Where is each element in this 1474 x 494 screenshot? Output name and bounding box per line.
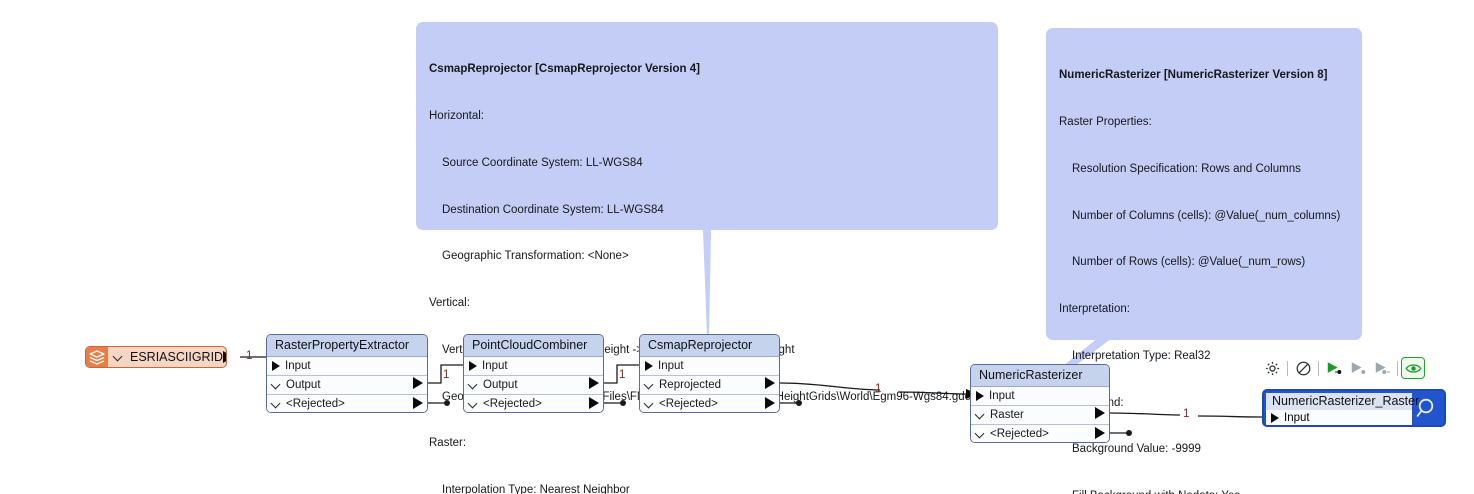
port-reprojected[interactable]: Reprojected [640, 376, 779, 395]
raster-output-arrow-icon[interactable] [1095, 407, 1105, 419]
port-label: Reprojected [659, 378, 722, 391]
port-label: Raster [990, 408, 1024, 421]
port-label: Input [989, 389, 1015, 402]
rejected-arrow-icon[interactable] [1095, 427, 1105, 439]
port-input[interactable]: Input [971, 387, 1109, 406]
input-arrow-icon [645, 361, 653, 371]
input-arrow-icon [976, 391, 984, 401]
port-label: Input [658, 359, 684, 372]
chevron-down-icon[interactable] [976, 430, 985, 439]
port-input[interactable]: Input [640, 357, 779, 376]
output-arrow-icon[interactable] [589, 377, 599, 389]
annotation-line: Destination Coordinate System: LL-WGS84 [442, 203, 664, 216]
chevron-down-icon[interactable] [114, 352, 125, 363]
writer-feature-type-numericrasterizer-raster[interactable]: NumericRasterizer_Raster Input [1262, 389, 1446, 427]
chevron-down-icon[interactable] [272, 381, 281, 390]
eye-icon[interactable] [1401, 357, 1425, 379]
source-dataset-esriasciigrid[interactable]: ESRIASCIIGRID [85, 346, 227, 368]
wire-count-label: 1 [443, 369, 450, 381]
port-input[interactable]: Input [267, 357, 427, 376]
port-rejected[interactable]: <Rejected> [640, 395, 779, 412]
chevron-down-icon[interactable] [469, 381, 478, 390]
port-rejected[interactable]: <Rejected> [464, 395, 603, 412]
toolbar-separator [1287, 360, 1288, 376]
annotation-line: Geographic Transformation: <None> [442, 250, 629, 263]
annotation-line: Number of Columns (cells): @Value(_num_c… [1072, 209, 1341, 222]
port-label: Input [1284, 412, 1310, 424]
annotation-line: Interpolation Type: Nearest Neighbor [442, 484, 630, 494]
toolbar-separator [1397, 360, 1398, 376]
annotation-line: Raster Properties: [1059, 115, 1152, 128]
annotation-line: Raster: [429, 437, 467, 450]
input-arrow-icon [272, 361, 280, 371]
rejected-arrow-icon[interactable] [413, 397, 423, 409]
writer-title: NumericRasterizer_Raster [1266, 393, 1419, 410]
transformer-raster-property-extractor[interactable]: RasterPropertyExtractor Input Output <Re… [266, 334, 428, 413]
annotation-line: Resolution Specification: Rows and Colum… [1072, 162, 1301, 175]
gear-icon[interactable] [1260, 357, 1284, 379]
transformer-title: PointCloudCombiner [464, 335, 603, 357]
output-arrow-icon[interactable] [765, 377, 775, 389]
input-arrow-icon [1271, 413, 1279, 423]
annotation-line: Fill Background with Nodata: Yes [1059, 489, 1350, 494]
port-label: Output [286, 378, 321, 391]
chevron-down-icon[interactable] [645, 400, 654, 409]
port-label: Input [482, 359, 508, 372]
ban-icon[interactable] [1291, 357, 1315, 379]
toolbar-separator [1318, 360, 1319, 376]
source-output-port[interactable] [223, 351, 226, 363]
transformer-title: NumericRasterizer [971, 365, 1109, 387]
chevron-down-icon[interactable] [976, 411, 985, 420]
run-just-this-icon[interactable] [1370, 357, 1394, 379]
port-rejected[interactable]: <Rejected> [971, 425, 1109, 442]
rejected-arrow-icon[interactable] [765, 397, 775, 409]
annotation-csmap-reprojector[interactable]: CsmapReprojector [CsmapReprojector Versi… [416, 22, 998, 494]
annotation-line: Source Coordinate System: LL-WGS84 [442, 156, 643, 169]
port-label: <Rejected> [483, 398, 542, 410]
chevron-down-icon[interactable] [272, 400, 281, 409]
port-label: <Rejected> [286, 398, 345, 410]
annotation-title: NumericRasterizer [NumericRasterizer Ver… [1059, 69, 1328, 82]
port-rejected[interactable]: <Rejected> [267, 395, 427, 412]
transformer-title: RasterPropertyExtractor [267, 335, 427, 357]
annotation-line: Background Value: -9999 [1072, 443, 1201, 456]
port-output[interactable]: Output [464, 376, 603, 395]
transformer-numeric-rasterizer[interactable]: NumericRasterizer Input Raster <Rejected… [970, 364, 1110, 443]
wire-count-label: 1 [619, 369, 626, 381]
annotation-title: CsmapReprojector [CsmapReprojector Versi… [429, 63, 700, 76]
port-label: <Rejected> [990, 428, 1049, 440]
dataset-layers-icon [86, 347, 108, 367]
annotation-line: Vertical: [429, 297, 470, 310]
port-label: Output [483, 378, 518, 391]
writer-port-input[interactable]: Input [1266, 410, 1412, 425]
wire-count-label: 1 [1183, 408, 1190, 420]
source-dataset-label: ESRIASCIIGRID [130, 350, 224, 364]
annotation-line: Interpretation: [1059, 303, 1130, 316]
wire-count-label: 1 [875, 383, 882, 395]
port-input[interactable]: Input [464, 357, 603, 376]
port-output[interactable]: Output [267, 376, 427, 395]
wire-count-label: 1 [246, 350, 253, 362]
chevron-down-icon[interactable] [469, 400, 478, 409]
transformer-point-cloud-combiner[interactable]: PointCloudCombiner Input Output <Rejecte… [463, 334, 604, 413]
transformer-title: CsmapReprojector [640, 335, 779, 357]
annotation-line: Number of Rows (cells): @Value(_num_rows… [1072, 256, 1306, 269]
chevron-down-icon[interactable] [645, 381, 654, 390]
run-to-this-icon[interactable] [1322, 357, 1346, 379]
port-raster[interactable]: Raster [971, 406, 1109, 425]
transformer-csmap-reprojector[interactable]: CsmapReprojector Input Reprojected <Reje… [639, 334, 780, 413]
input-arrow-icon [469, 361, 477, 371]
annotation-line: Horizontal: [429, 109, 484, 122]
output-arrow-icon[interactable] [413, 377, 423, 389]
feature-type-toolbar[interactable] [1260, 356, 1425, 380]
rejected-arrow-icon[interactable] [589, 397, 599, 409]
run-from-this-icon[interactable] [1346, 357, 1370, 379]
annotation-numeric-rasterizer[interactable]: NumericRasterizer [NumericRasterizer Ver… [1046, 28, 1362, 494]
magnifier-icon[interactable] [1414, 395, 1440, 423]
port-label: Input [285, 359, 311, 372]
port-label: <Rejected> [659, 398, 718, 410]
